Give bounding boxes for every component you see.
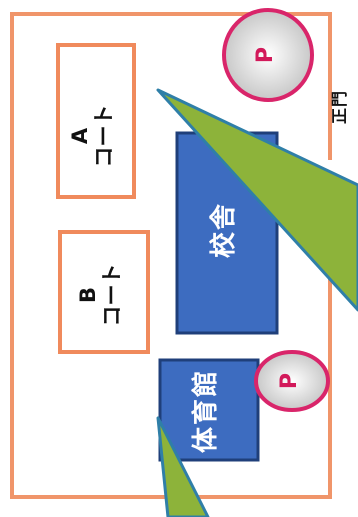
main-gate-label: 正門 [330, 90, 349, 125]
gym-building [158, 358, 260, 462]
court-a-label: A コート [68, 86, 124, 186]
school-pointer-wedge [156, 88, 358, 312]
court-b-box [58, 230, 150, 354]
court-a-word: コート [92, 104, 117, 168]
court-b-word: コート [100, 263, 125, 327]
site-boundary [10, 12, 332, 499]
court-b-letter: B [76, 287, 100, 304]
gym-label: 体育館 [191, 369, 221, 454]
parking-label-top: P [253, 46, 278, 64]
parking-label-bottom: P [277, 372, 302, 390]
court-a-letter: A [68, 127, 92, 145]
parking-marker-top [222, 8, 314, 102]
court-b-label: B コート [76, 245, 132, 345]
gym-pointer-wedge [156, 416, 210, 517]
court-a-box [56, 43, 136, 199]
parking-marker-bottom [254, 350, 330, 412]
school-label: 校舎 [209, 202, 239, 259]
